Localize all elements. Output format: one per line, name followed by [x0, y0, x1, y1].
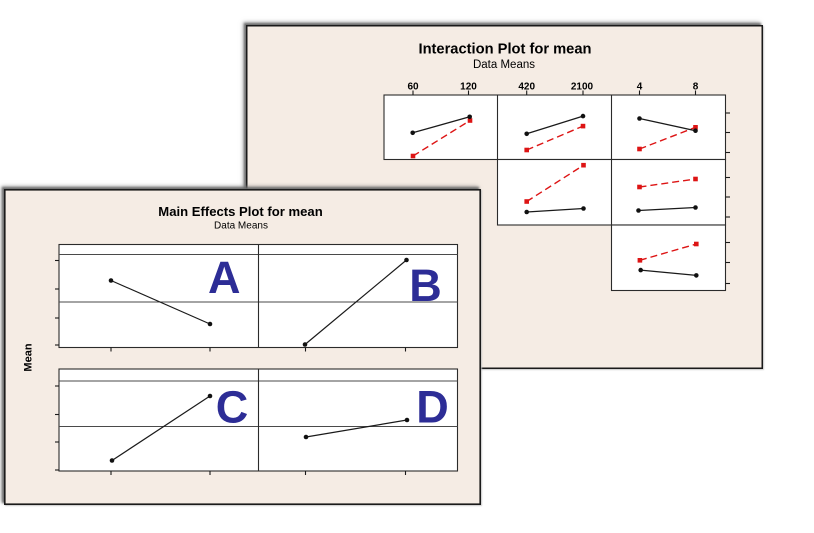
- svg-text:2100: 2100: [571, 82, 594, 93]
- svg-text:4: 4: [637, 82, 643, 93]
- svg-text:Data Means: Data Means: [214, 221, 268, 232]
- svg-text:8: 8: [693, 82, 699, 93]
- svg-text:Mean: Mean: [22, 343, 34, 371]
- svg-text:420: 420: [518, 82, 535, 93]
- svg-text:D: D: [416, 382, 449, 433]
- svg-text:B: B: [409, 260, 442, 311]
- svg-text:Data Means: Data Means: [473, 59, 535, 71]
- svg-text:Main Effects Plot for mean: Main Effects Plot for mean: [158, 204, 322, 219]
- svg-text:120: 120: [460, 82, 477, 93]
- svg-text:60: 60: [407, 82, 419, 93]
- svg-text:Interaction Plot for mean: Interaction Plot for mean: [418, 42, 591, 58]
- svg-text:A: A: [208, 252, 241, 303]
- svg-text:C: C: [216, 381, 249, 432]
